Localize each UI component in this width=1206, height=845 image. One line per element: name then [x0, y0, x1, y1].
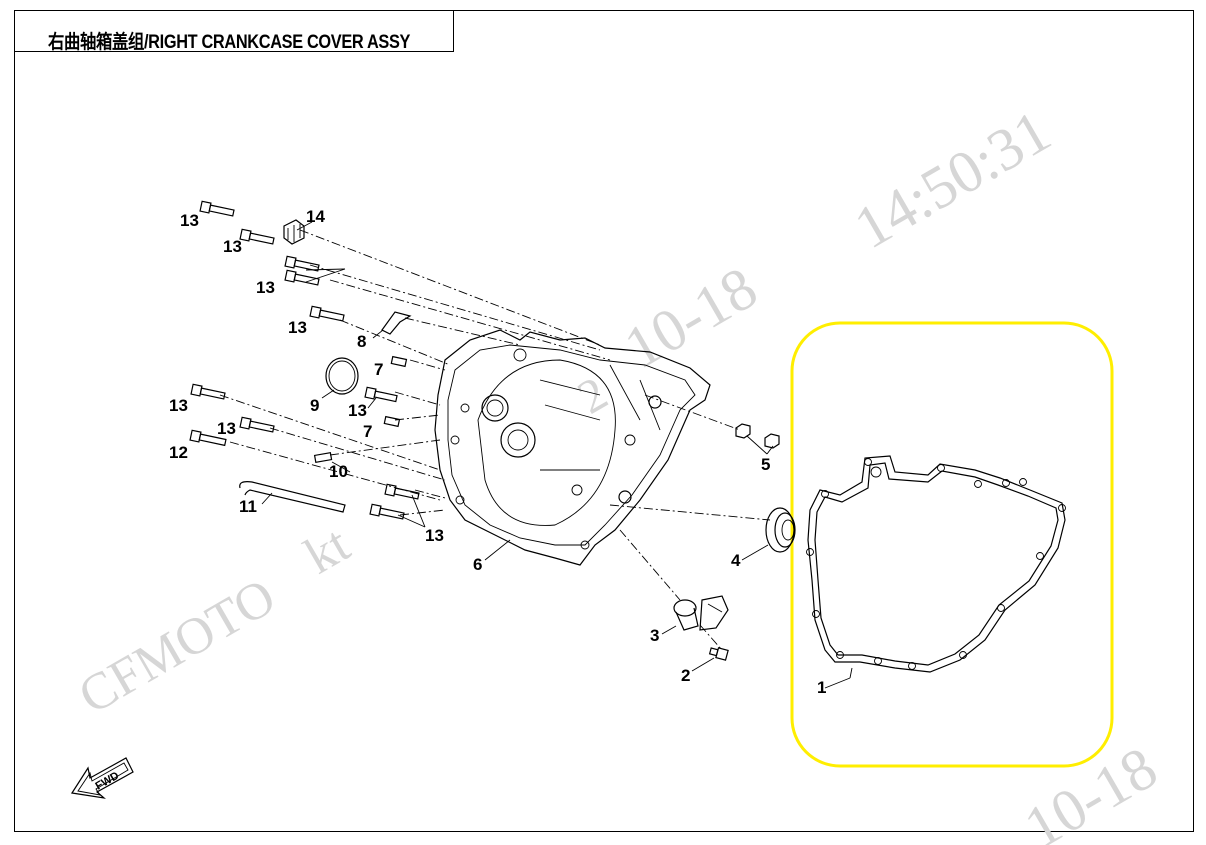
lever-part-8 — [381, 311, 412, 335]
callout-13: 13 — [425, 526, 444, 545]
nut-part-5 — [735, 423, 780, 449]
callout-7: 7 — [374, 360, 383, 379]
o-ring — [325, 357, 359, 395]
watermark-time: 14:50:31 — [844, 97, 1062, 261]
page-title: 右曲轴箱盖组/RIGHT CRANKCASE COVER ASSY — [48, 32, 411, 53]
dowel-pin — [390, 355, 408, 368]
callout-13: 13 — [223, 237, 242, 256]
watermark-date-corner: 10-18 — [1014, 734, 1168, 845]
leader-lines — [261, 221, 853, 689]
callout-13: 13 — [180, 211, 199, 230]
explode-lines — [219, 229, 771, 651]
watermark-date-center: 10-18 — [614, 254, 768, 381]
gasket-part-1 — [806, 455, 1066, 673]
callout-6: 6 — [473, 555, 482, 574]
callout-13: 13 — [256, 278, 275, 297]
callout-10: 10 — [329, 462, 348, 481]
callout-5: 5 — [761, 455, 770, 474]
diagram-frame — [14, 10, 1194, 832]
callout-13: 13 — [169, 396, 188, 415]
callout-13: 13 — [217, 419, 236, 438]
title-box: 右曲轴箱盖组/RIGHT CRANKCASE COVER ASSY — [14, 10, 454, 53]
callout-12: 12 — [169, 443, 188, 462]
callout-9: 9 — [310, 396, 319, 415]
callouts: 1 2 3 4 5 6 7 7 8 9 10 11 12 13 13 13 13… — [169, 207, 826, 697]
sensor-part-3 — [673, 595, 729, 631]
callout-13: 13 — [348, 401, 367, 420]
watermark-brand: CFMOTO — [70, 568, 285, 725]
callout-3: 3 — [650, 626, 659, 645]
clip-part-14 — [283, 219, 305, 245]
callout-2: 2 — [681, 666, 690, 685]
callout-13: 13 — [288, 318, 307, 337]
highlight-box — [790, 321, 1114, 768]
watermark-digit: 2 — [569, 367, 616, 425]
dowel-pin — [383, 415, 401, 428]
callout-4: 4 — [731, 551, 741, 570]
bolt-group — [189, 200, 420, 520]
callout-11: 11 — [239, 497, 257, 516]
callout-7b: 7 — [363, 422, 372, 441]
callout-14: 14 — [306, 207, 325, 226]
callout-1: 1 — [817, 678, 826, 697]
bolt-part-2 — [708, 647, 729, 661]
crankcase-cover — [434, 329, 711, 566]
hose — [239, 481, 346, 513]
dowel-pin — [313, 451, 333, 464]
callout-8: 8 — [357, 332, 366, 351]
fwd-arrow: FWD — [70, 757, 134, 799]
oil-seal-part-4 — [765, 507, 796, 553]
watermark-fragment: kt — [296, 516, 360, 586]
